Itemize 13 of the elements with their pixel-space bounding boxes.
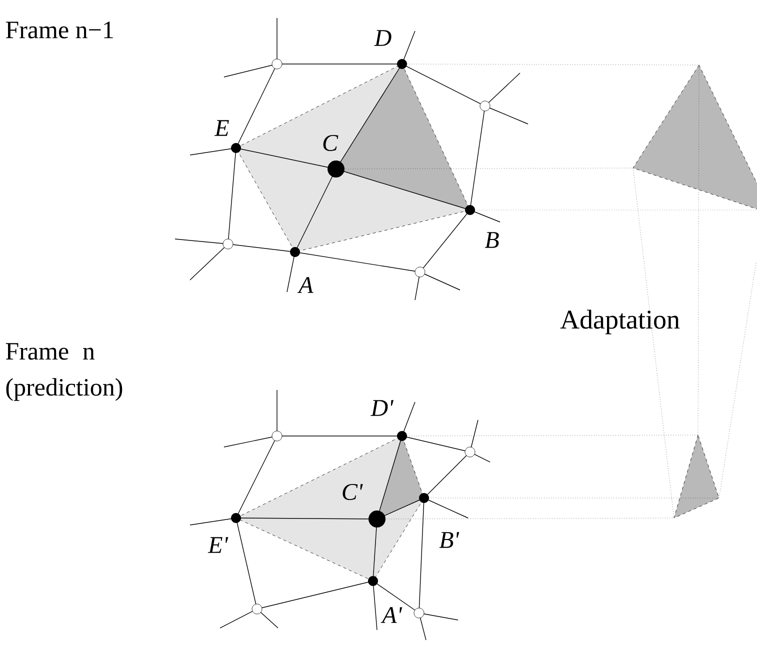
vertex-label: E	[214, 120, 229, 136]
vertex-label: B	[484, 232, 499, 248]
vertex-label: D	[374, 30, 392, 46]
vertex-label: A'	[380, 607, 402, 623]
frame-label: Frame n−1	[6, 22, 113, 38]
adaptation-label: Adaptation	[560, 310, 680, 334]
vertex-label: C'	[342, 484, 363, 500]
frame-label: Frame n (prediction)	[6, 343, 122, 401]
vertex-label: D'	[370, 400, 394, 416]
vertex-label: B'	[439, 532, 460, 548]
vertex-label: C	[323, 134, 338, 152]
vertex-label: A	[297, 277, 314, 293]
vertex-label: E'	[208, 537, 228, 553]
